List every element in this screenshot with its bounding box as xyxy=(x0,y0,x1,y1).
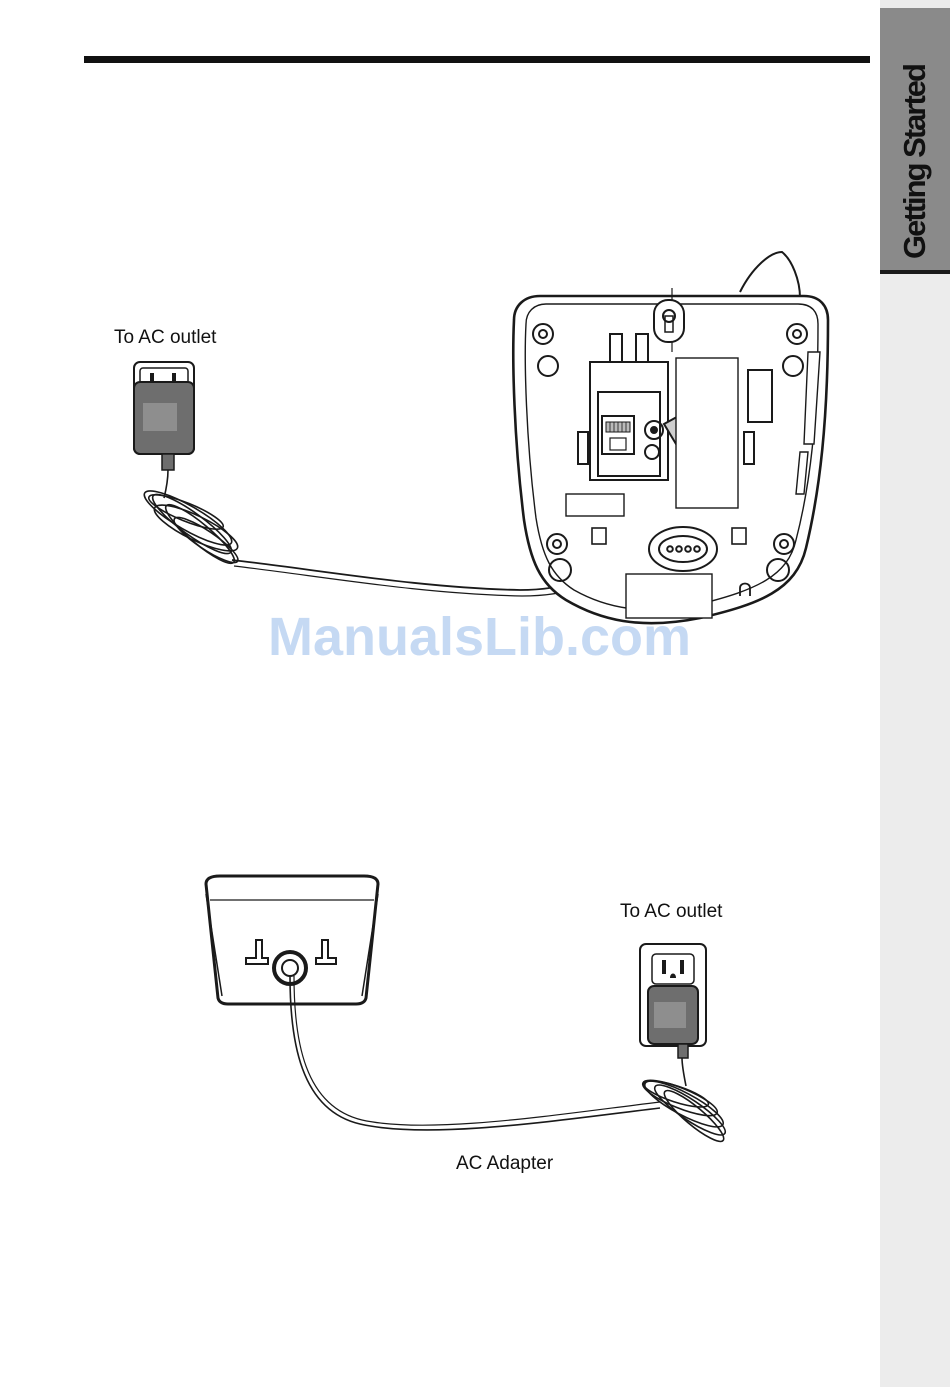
watermark: ManualsLib.com xyxy=(268,606,691,668)
top-cord-coil xyxy=(139,470,243,570)
base-unit-bottom xyxy=(513,252,828,623)
bottom-ac-outlet-label: To AC outlet xyxy=(620,901,722,923)
top-wall-adapter xyxy=(134,362,194,470)
charger-unit xyxy=(206,876,378,1004)
bottom-wall-adapter xyxy=(640,944,706,1058)
ac-adapter-label: AC Adapter xyxy=(456,1153,553,1175)
